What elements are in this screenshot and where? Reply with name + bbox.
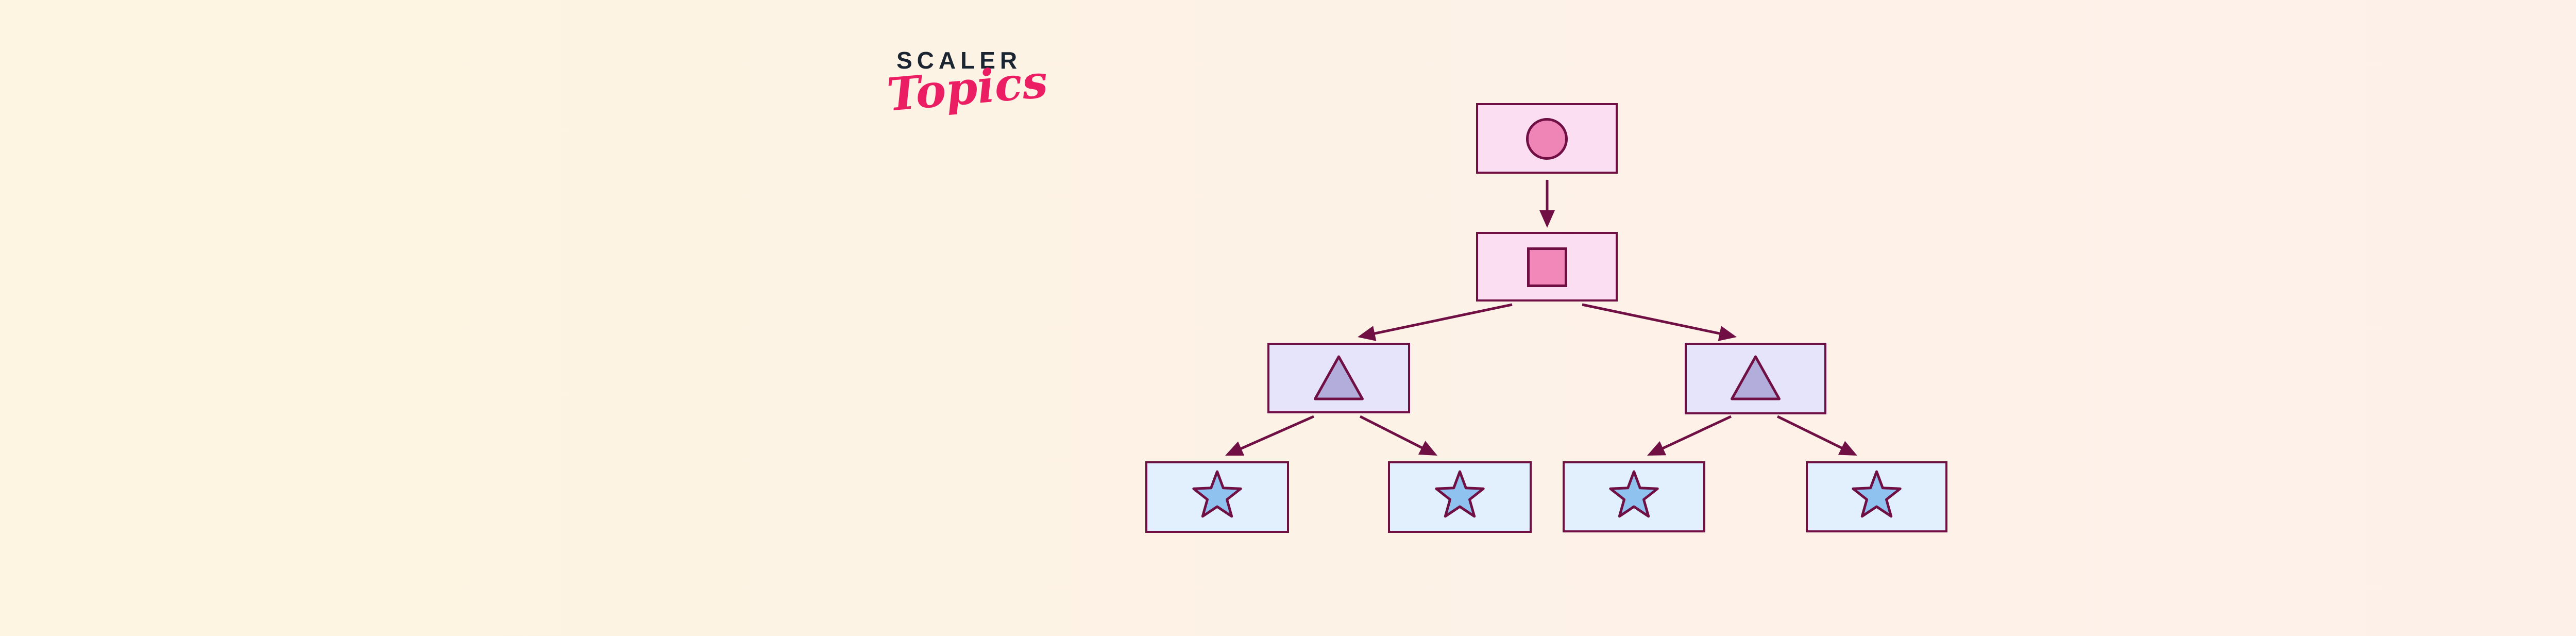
edge-left-triangle-to-star-1-arrowhead-icon xyxy=(1225,441,1245,456)
scaler-topics-logo: SCALER Topics xyxy=(885,47,1052,146)
edge-square-to-left-triangle xyxy=(1370,303,1513,336)
triangle-icon xyxy=(1314,355,1364,400)
star-icon xyxy=(1435,470,1485,518)
edge-root-to-square-arrowhead-icon xyxy=(1539,210,1555,228)
square-node-box xyxy=(1476,232,1618,302)
edge-right-triangle-to-star-3-arrowhead-icon xyxy=(1647,441,1667,456)
edge-right-triangle-to-star-4-arrowhead-icon xyxy=(1838,441,1857,456)
square-icon xyxy=(1527,247,1567,287)
star-icon xyxy=(1192,470,1242,518)
logo-text-scaler: SCALER xyxy=(896,47,1022,74)
edge-right-triangle-to-star-4 xyxy=(1776,415,1846,451)
star-icon xyxy=(1609,470,1659,518)
edge-right-triangle-to-star-3 xyxy=(1658,415,1732,451)
circle-icon xyxy=(1526,118,1568,160)
edge-square-to-right-triangle xyxy=(1582,303,1724,336)
triangle-icon xyxy=(1731,355,1781,400)
edge-left-triangle-to-star-2-arrowhead-icon xyxy=(1418,441,1437,456)
edge-left-triangle-to-star-1 xyxy=(1236,415,1315,451)
star-icon xyxy=(1852,470,1902,518)
edge-left-triangle-to-star-2 xyxy=(1359,415,1426,451)
edge-square-to-right-triangle-arrowhead-icon xyxy=(1718,326,1737,341)
edge-square-to-left-triangle-arrowhead-icon xyxy=(1358,326,1377,341)
